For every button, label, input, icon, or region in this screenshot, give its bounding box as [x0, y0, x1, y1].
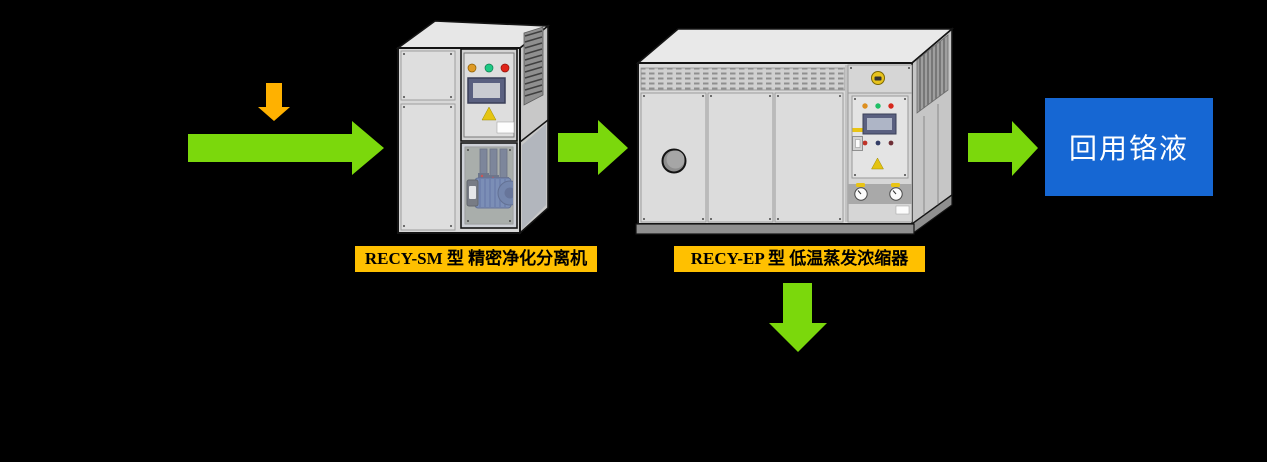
power-switch	[852, 136, 863, 151]
green-right-arrow-to-output	[968, 121, 1038, 176]
output-box-label: 回用铬液	[1068, 133, 1189, 164]
machine-sm-caption: RECY-SM 型 精密净化分离机	[355, 246, 597, 272]
machine-ep-top-face	[635, 28, 955, 64]
perforated-vent-strip	[640, 67, 846, 91]
emergency-lamp	[871, 71, 885, 85]
vent-grille-icon	[916, 34, 949, 114]
indicator-lights	[862, 103, 894, 109]
warning-triangle-icon	[481, 106, 497, 121]
indicator-lights	[467, 63, 510, 73]
pump	[465, 147, 513, 224]
panel-screws	[643, 95, 841, 220]
machine-ep-illustration	[635, 27, 955, 236]
green-down-arrow-from-ep	[769, 283, 827, 352]
nameplate	[496, 121, 515, 134]
output-box: 回用铬液	[1045, 98, 1213, 196]
status-lights	[862, 140, 894, 146]
warning-triangle-icon	[871, 157, 884, 170]
machine-sm-side-window	[522, 124, 546, 229]
nameplate	[895, 205, 910, 215]
machine-ep-base	[635, 223, 915, 235]
control-display	[862, 113, 897, 135]
green-right-arrow-to-sm	[188, 121, 384, 175]
machine-ep-caption: RECY-EP 型 低温蒸发浓缩器	[674, 246, 925, 272]
pressure-gauges	[848, 183, 912, 204]
machine-sm-illustration	[395, 20, 551, 235]
control-display	[467, 77, 506, 104]
porthole	[661, 148, 687, 174]
vent-grille-icon	[523, 26, 544, 106]
orange-down-arrow	[258, 83, 290, 121]
panel-screws	[403, 53, 452, 227]
green-right-arrow-sm-to-ep	[558, 120, 628, 175]
